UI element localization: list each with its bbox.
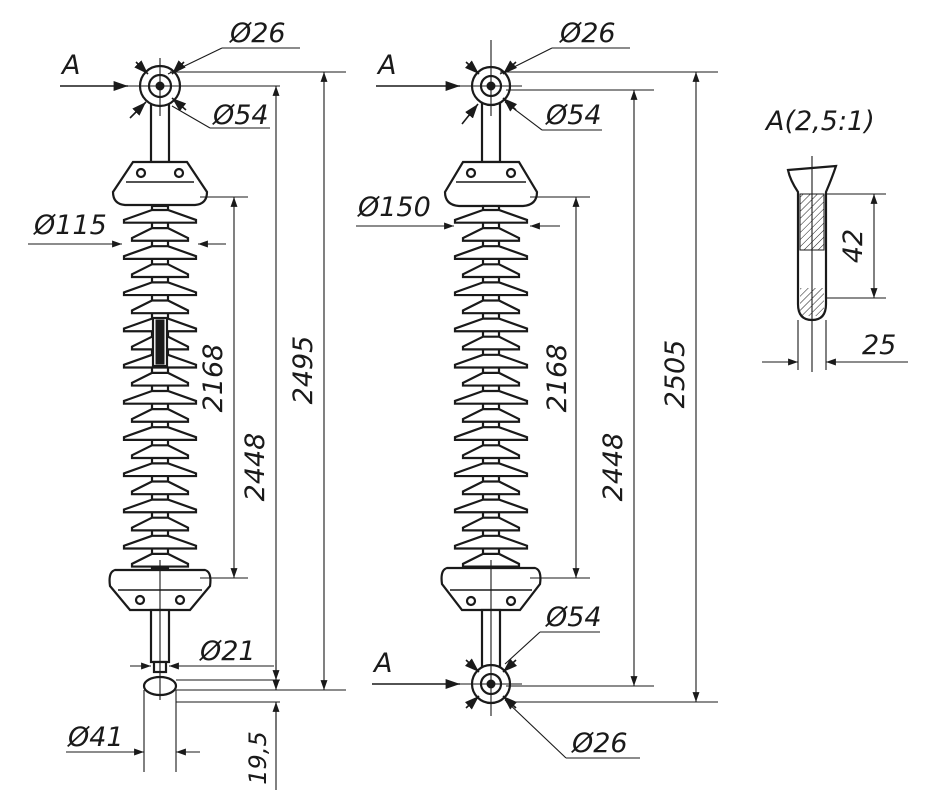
- core-rod: [481, 204, 501, 570]
- right-len-arcing-label: 2448: [598, 433, 629, 502]
- shed: [122, 426, 198, 441]
- left-len-arcing-label: 2448: [240, 433, 271, 502]
- shed: [453, 389, 529, 405]
- right-view-marker-a-top: A: [376, 50, 460, 92]
- right-view-label-a-bottom: A: [372, 648, 392, 679]
- left-view-marker-a: A: [60, 50, 128, 92]
- shed: [130, 480, 190, 496]
- right-top-flange: [443, 160, 539, 208]
- left-len-ball-label: 19,5: [244, 731, 272, 784]
- core-rod: [150, 204, 170, 570]
- left-len-insulating-label: 2168: [198, 344, 229, 413]
- left-dia-rod-label: Ø54: [212, 100, 269, 131]
- shed: [130, 516, 190, 532]
- left-dia-eye-label: Ø26: [229, 18, 286, 49]
- left-shed-stack: [122, 204, 198, 570]
- shed: [130, 371, 190, 387]
- shed: [122, 462, 198, 478]
- shed: [461, 227, 521, 242]
- left-dia-rod-bottom-label: Ø21: [199, 636, 256, 667]
- right-view-label-a-top: A: [376, 50, 396, 81]
- left-top-eye: [128, 58, 192, 164]
- left-top-flange: [111, 160, 209, 207]
- shed: [453, 281, 529, 297]
- right-dia-rod-top-label: Ø54: [545, 100, 602, 131]
- left-dia-shed-label: Ø115: [33, 210, 107, 241]
- left-dia-ball-label: Ø41: [67, 722, 124, 753]
- shed: [130, 444, 190, 460]
- right-top-eye: [460, 40, 522, 164]
- shed: [130, 408, 190, 423]
- shed: [461, 263, 521, 279]
- shed: [461, 335, 521, 351]
- right-bottom-eye: [460, 560, 522, 716]
- shed: [453, 317, 529, 333]
- left-view-label-a: A: [60, 50, 80, 81]
- shed: [461, 299, 521, 315]
- right-len-insulating-label: 2168: [542, 344, 573, 413]
- detail-view-a: A(2,5:1) 42 25: [762, 106, 908, 372]
- shed: [130, 227, 190, 242]
- shed: [461, 444, 521, 460]
- left-insulator: A Ø26 Ø54 Ø115 Ø21 Ø41 2168 2448 2495: [28, 18, 346, 790]
- left-grading-ring: [151, 316, 169, 368]
- right-shed-stack: [453, 204, 529, 570]
- right-len-total-label: 2505: [660, 340, 691, 409]
- shed: [461, 408, 521, 423]
- right-dia-shed-label: Ø150: [357, 192, 431, 223]
- shed: [461, 516, 521, 532]
- shed: [453, 534, 529, 550]
- shed: [453, 245, 529, 260]
- shed: [122, 534, 198, 550]
- right-view-marker-a-bottom: A: [372, 648, 460, 690]
- shed: [453, 426, 529, 441]
- shed: [453, 498, 529, 514]
- shed: [122, 498, 198, 514]
- detail-height-label: 42: [838, 229, 869, 263]
- shed: [122, 281, 198, 297]
- shed: [130, 263, 190, 279]
- right-dia-eye-top-label: Ø26: [559, 18, 616, 49]
- shed: [122, 208, 198, 224]
- shed: [461, 371, 521, 387]
- right-dia-rod-bottom-label: Ø54: [545, 602, 602, 633]
- shed: [453, 353, 529, 369]
- shed: [453, 462, 529, 478]
- left-ball-end: [142, 560, 178, 772]
- shed: [130, 299, 190, 315]
- detail-title: A(2,5:1): [764, 106, 875, 137]
- left-len-total-label: 2495: [288, 336, 319, 405]
- right-dia-eye-bottom-label: Ø26: [571, 728, 628, 759]
- detail-width-label: 25: [862, 330, 896, 361]
- shed: [122, 389, 198, 405]
- right-insulator: A A Ø26 Ø54 Ø150 Ø54 Ø26 2168: [356, 18, 718, 759]
- shed: [453, 208, 529, 224]
- shed: [461, 480, 521, 496]
- shed: [122, 245, 198, 260]
